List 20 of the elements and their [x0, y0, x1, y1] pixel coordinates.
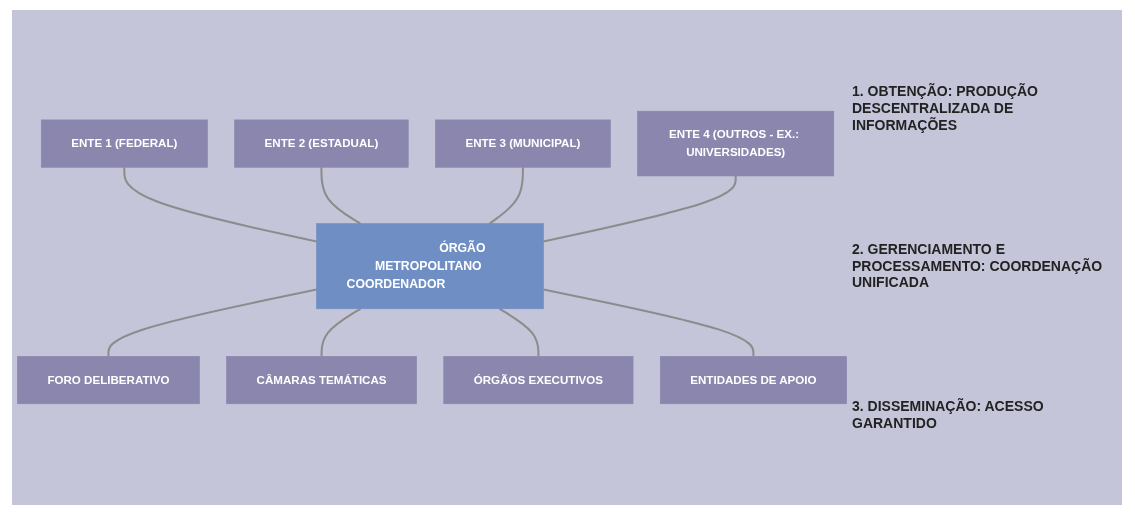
node-box: CÂMARAS TEMÁTICAS: [226, 356, 417, 405]
connector: [107, 288, 317, 357]
connector: [543, 288, 755, 357]
node-box: ÓRGÃO METROPOLITANO COORDENADOR: [316, 223, 544, 310]
connector: [498, 307, 540, 357]
connector: [320, 307, 362, 357]
stage-note: 2. GERENCIAMENTO E PROCESSAMENTO: COORDENAÇÃO UNIFICADA: [852, 240, 1104, 292]
node-box: ENTIDADES DE APOIO: [659, 356, 847, 405]
connector: [543, 175, 737, 243]
stage-note: 3. DISSEMINAÇÃO: ACESSO GARANTIDO: [852, 397, 1045, 432]
connector: [320, 167, 361, 225]
stage-note: 1. OBTENÇÃO: PRODUÇÃO DESCENTRALIZADA DE INFORMAÇÕES: [852, 83, 1039, 134]
connector: [123, 167, 317, 243]
node-box: ENTE 4 (OUTROS - EX.: UNIVERSIDADES): [637, 110, 835, 177]
node-box: ENTE 1 (FEDERAL): [40, 119, 208, 168]
node-box: FORO DELIBERATIVO: [17, 356, 200, 405]
node-box: ENTE 2 (ESTADUAL): [234, 119, 409, 168]
node-box: ENTE 3 (MUNICIPAL): [435, 119, 611, 168]
connector: [488, 167, 524, 225]
node-box: ÓRGÃOS EXECUTIVOS: [443, 356, 634, 405]
